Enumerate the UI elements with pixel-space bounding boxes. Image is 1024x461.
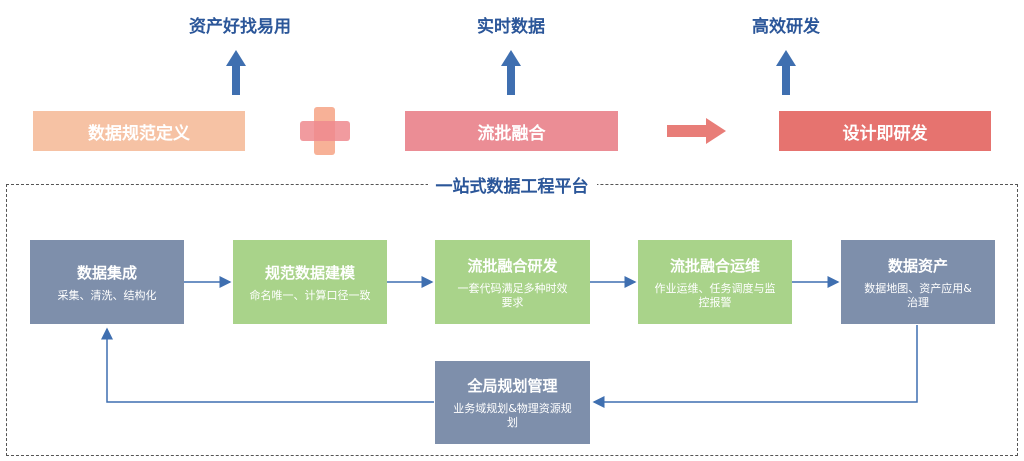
box-stream-batch: 流批融合 — [405, 111, 618, 151]
node-title: 数据集成 — [76, 263, 137, 282]
node-title: 流批融合研发 — [467, 256, 558, 275]
node-data-integration: 数据集成 采集、清洗、结构化 — [30, 240, 184, 324]
up-arrow-icon — [226, 50, 246, 95]
node-stream-batch-ops: 流批融合运维 作业运维、任务调度与监控报警 — [638, 240, 792, 324]
up-arrow-icon — [501, 50, 521, 95]
box-data-standard: 数据规范定义 — [33, 111, 245, 151]
up-arrow-icon — [776, 50, 796, 95]
goal-label-efficient: 高效研发 — [752, 17, 820, 37]
node-title: 数据资产 — [887, 256, 948, 275]
node-subtitle: 业务域规划&物理资源规划 — [453, 402, 572, 429]
platform-title: 一站式数据工程平台 — [427, 177, 597, 197]
goal-label-realtime: 实时数据 — [477, 17, 545, 37]
node-subtitle: 采集、清洗、结构化 — [57, 288, 157, 302]
node-subtitle: 作业运维、任务调度与监控报警 — [654, 281, 776, 309]
node-subtitle: 命名唯一、计算口径一致 — [249, 288, 371, 302]
node-subtitle: 一套代码满足多种时效要求 — [457, 281, 568, 309]
feedback-arrow-to-integration — [101, 327, 434, 403]
node-title: 规范数据建模 — [264, 263, 355, 282]
platform-title-wrap: 一站式数据工程平台 — [0, 172, 1024, 197]
node-global-planning: 全局规划管理 业务域规划&物理资源规划 — [435, 361, 590, 444]
node-data-modeling: 规范数据建模 命名唯一、计算口径一致 — [233, 240, 387, 324]
node-stream-batch-dev: 流批融合研发 一套代码满足多种时效要求 — [435, 240, 590, 324]
plus-icon — [300, 107, 350, 155]
node-title: 流批融合运维 — [669, 256, 760, 275]
right-arrow-icon — [667, 118, 726, 144]
goal-label-asset: 资产好找易用 — [189, 17, 291, 37]
node-data-assets: 数据资产 数据地图、资产应用&治理 — [841, 240, 995, 324]
feedback-arrow-to-management — [592, 325, 918, 408]
box-design-as-dev: 设计即研发 — [779, 111, 991, 151]
node-title: 全局规划管理 — [467, 377, 558, 395]
node-subtitle: 数据地图、资产应用&治理 — [864, 281, 972, 309]
